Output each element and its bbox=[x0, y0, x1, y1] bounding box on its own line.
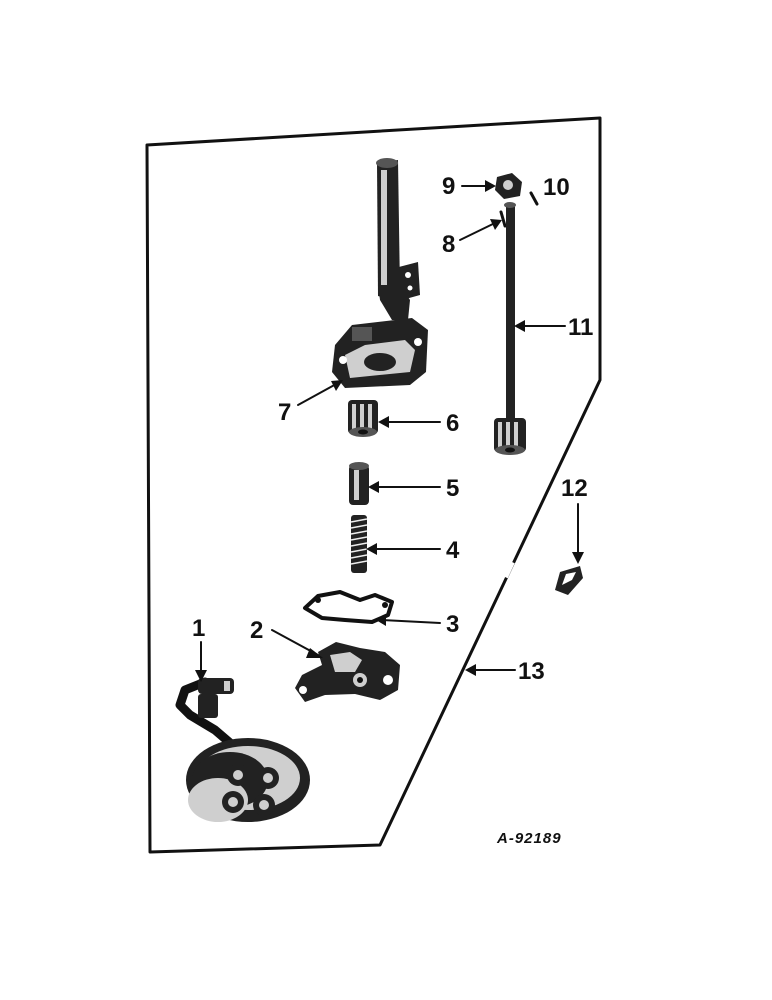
callout-7: 7 bbox=[278, 399, 291, 426]
callout-11: 11 bbox=[568, 314, 593, 341]
part-1-oil-screen bbox=[175, 677, 310, 822]
callout-10: 10 bbox=[543, 174, 570, 201]
figure-reference-code: A-92189 bbox=[496, 830, 562, 847]
callout-9: 9 bbox=[442, 173, 455, 200]
part-6-gear bbox=[348, 400, 378, 437]
part-9-nut bbox=[495, 173, 522, 199]
callout-8: 8 bbox=[442, 231, 455, 258]
part-3-gasket bbox=[303, 590, 394, 624]
group-outline-frame bbox=[145, 116, 602, 854]
part-7-pump-body bbox=[332, 158, 428, 388]
callout-13: 13 bbox=[518, 658, 545, 685]
frame-gap-mask bbox=[502, 560, 515, 579]
callout-12: 12 bbox=[561, 475, 588, 502]
callout-3: 3 bbox=[446, 611, 459, 638]
callout-1: 1 bbox=[192, 615, 205, 642]
part-5-pin bbox=[349, 462, 369, 505]
callout-4: 4 bbox=[446, 537, 460, 564]
callout-5: 5 bbox=[446, 475, 459, 502]
part-8-washer bbox=[499, 210, 507, 228]
part-12-key bbox=[555, 566, 583, 595]
callout-6: 6 bbox=[446, 410, 459, 437]
part-10-pin bbox=[529, 191, 539, 206]
callout-2: 2 bbox=[250, 617, 263, 644]
leader-lines bbox=[195, 180, 584, 682]
part-11-drive-shaft bbox=[494, 202, 526, 455]
part-4-spring bbox=[350, 515, 368, 573]
